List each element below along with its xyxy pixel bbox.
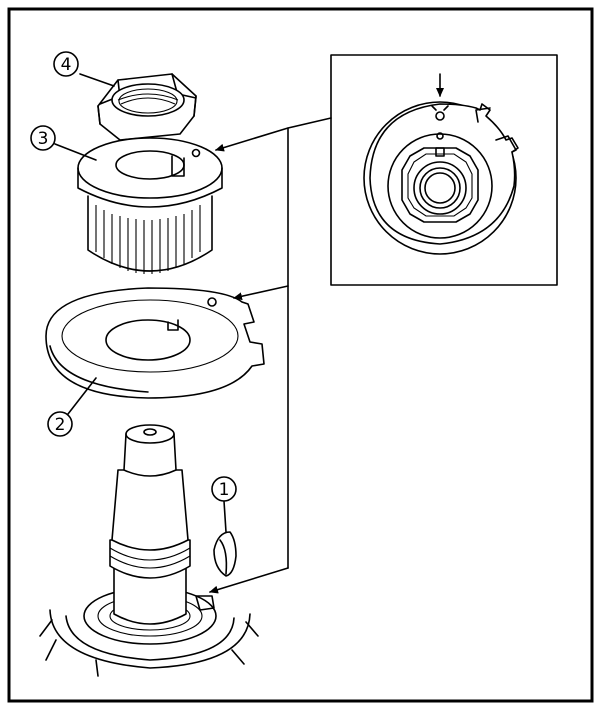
lock-washer-part: [45, 287, 265, 399]
nut-part: [97, 73, 197, 141]
callout-2: 2: [47, 377, 97, 437]
callout-2-label: 2: [55, 415, 66, 435]
indicator-lines: [209, 117, 332, 594]
callout-4: 4: [53, 51, 115, 87]
callout-4-label: 4: [61, 55, 72, 75]
detail-inset: [330, 54, 558, 286]
callout-3-label: 3: [38, 129, 49, 149]
key-part: [213, 531, 237, 577]
callout-3: 3: [30, 125, 97, 161]
shaft-part: [39, 424, 259, 677]
callout-1-label: 1: [219, 480, 230, 500]
sprocket-part: [77, 137, 223, 274]
diagram-frame: [7, 7, 594, 703]
callout-1: 1: [211, 476, 237, 533]
